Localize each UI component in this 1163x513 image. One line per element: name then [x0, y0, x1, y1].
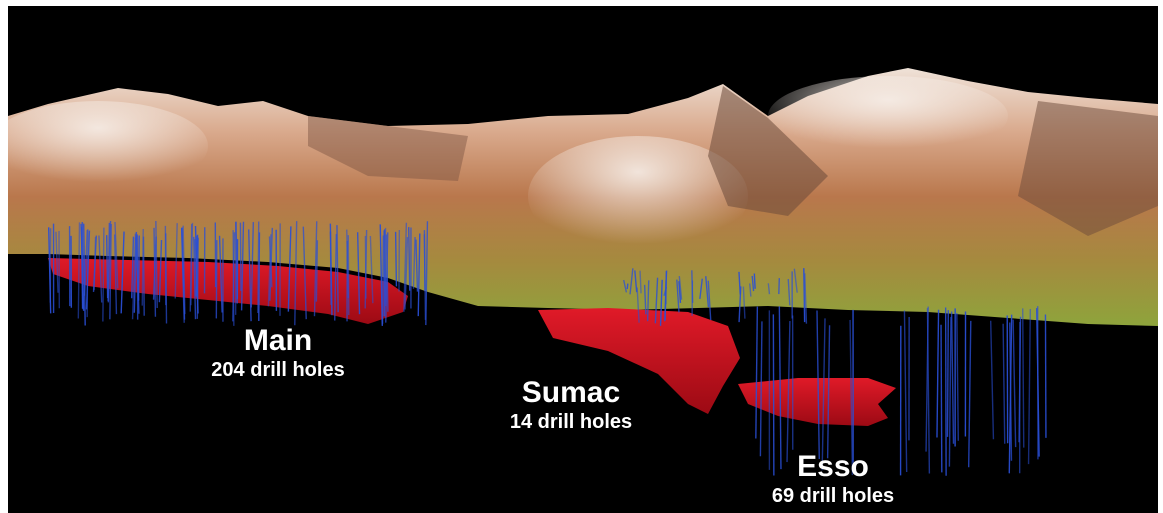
drill-hole-trace [991, 321, 994, 439]
drill-hole-trace [969, 321, 971, 467]
drill-hole-trace [1023, 308, 1024, 447]
drill-hole-trace [957, 313, 958, 441]
drill-hole-count-main: 204 drill holes [203, 358, 353, 382]
terrain-scene: Main 204 drill holes Sumac 14 drill hole… [8, 6, 1158, 513]
drill-hole-trace [904, 310, 906, 471]
drill-hole-trace [949, 317, 951, 467]
drill-hole-trace [107, 235, 108, 298]
drill-hole-count-sumac: 14 drill holes [486, 410, 656, 434]
drill-hole-trace [927, 308, 929, 473]
drill-hole-trace [1003, 324, 1005, 444]
label-esso: Esso 69 drill holes [748, 450, 918, 508]
peak-highlight-right [768, 76, 1008, 156]
drill-hole-trace [409, 227, 410, 291]
drill-hole-trace [779, 306, 781, 469]
drill-hole-trace [240, 223, 241, 291]
drill-hole-trace [627, 284, 628, 289]
deposit-name-main: Main [203, 324, 353, 358]
label-main: Main 204 drill holes [203, 324, 353, 382]
drill-hole-trace [948, 310, 949, 437]
drill-hole-trace [139, 235, 140, 300]
drill-hole-trace [365, 236, 366, 299]
drill-hole-trace [754, 274, 755, 289]
drill-hole-trace [937, 310, 939, 438]
terrain-render [8, 6, 1158, 513]
drill-hole-trace [396, 232, 397, 287]
deposit-name-sumac: Sumac [486, 376, 656, 410]
label-sumac: Sumac 14 drill holes [486, 376, 656, 434]
drill-hole-trace [756, 307, 758, 439]
drill-hole-trace [166, 233, 167, 323]
drill-hole-trace [144, 237, 145, 316]
drill-hole-trace [330, 232, 331, 305]
drill-hole-trace [941, 325, 942, 473]
drill-hole-count-esso: 69 drill holes [748, 484, 918, 508]
drill-hole-trace [952, 311, 954, 443]
deposit-name-esso: Esso [748, 450, 918, 484]
drill-hole-trace [259, 232, 260, 321]
drill-hole-trace [1029, 309, 1031, 464]
drill-hole-trace [233, 230, 234, 326]
drill-hole-trace [760, 321, 762, 456]
drill-hole-trace [828, 325, 830, 458]
drill-hole-trace [1013, 320, 1015, 448]
